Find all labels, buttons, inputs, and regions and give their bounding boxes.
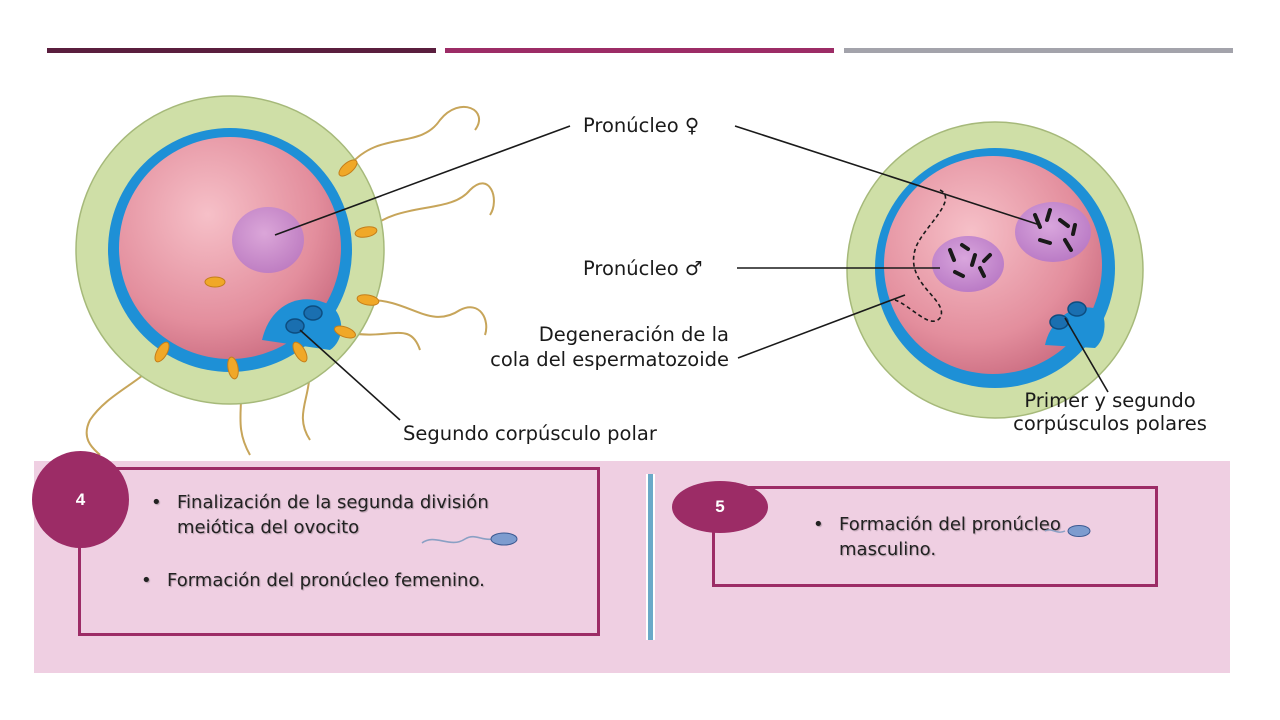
bullet-dot-icon: •: [151, 492, 162, 513]
bullet-dot-icon: •: [141, 570, 152, 591]
chromosomes: [948, 208, 1077, 278]
step-5-number-badge: 5: [672, 481, 768, 533]
oocyte-left: [75, 95, 495, 456]
sperm-icon: [421, 532, 518, 546]
step-5-bullet-1-text: Formación del pronúcleo masculino.: [839, 514, 1061, 560]
label-polar-bodies-1: Primer y segundo: [1024, 389, 1195, 412]
label-female-pronucleus: Pronúcleo ♀: [583, 114, 699, 137]
label-male-pronucleus: Pronúcleo ♂: [583, 257, 702, 280]
top-bar-gray: [844, 48, 1233, 53]
step-4-bullet-1-text: Finalización de la segunda división meió…: [177, 492, 489, 538]
top-bar-dark: [47, 48, 436, 53]
step-4-bullet-2-text: Formación del pronúcleo femenino.: [167, 570, 485, 591]
step-4-number-badge: 4: [32, 451, 129, 548]
zygote-right: [846, 121, 1144, 419]
sperm-heads: [154, 159, 380, 380]
sperm-icon: [1044, 525, 1091, 537]
step-5-bullet-1: • Formación del pronúcleo masculino.: [813, 512, 1069, 562]
top-bar-magenta: [445, 48, 834, 53]
label-polar-bodies-2: corpúsculos polares: [1013, 412, 1207, 435]
leader-lines: [274, 125, 1109, 421]
label-second-polar-body: Segundo corpúsculo polar: [403, 422, 658, 445]
label-tail-degeneration-1: Degeneración de la: [539, 323, 729, 346]
steps-panel: [34, 461, 1230, 673]
bullet-dot-icon: •: [813, 514, 824, 535]
step-4-box: [78, 467, 600, 636]
panel-divider: [646, 474, 655, 640]
step-5-box: [712, 486, 1158, 587]
fertilization-diagram: Pronúcleo ♀ Pronúcleo ♂ Degeneración de …: [75, 95, 1207, 456]
step-4-bullet-2: • Formación del pronúcleo femenino.: [141, 568, 587, 593]
step-4-bullet-1: • Finalización de la segunda división me…: [151, 490, 557, 540]
label-tail-degeneration-2: cola del espermatozoide: [490, 348, 729, 371]
